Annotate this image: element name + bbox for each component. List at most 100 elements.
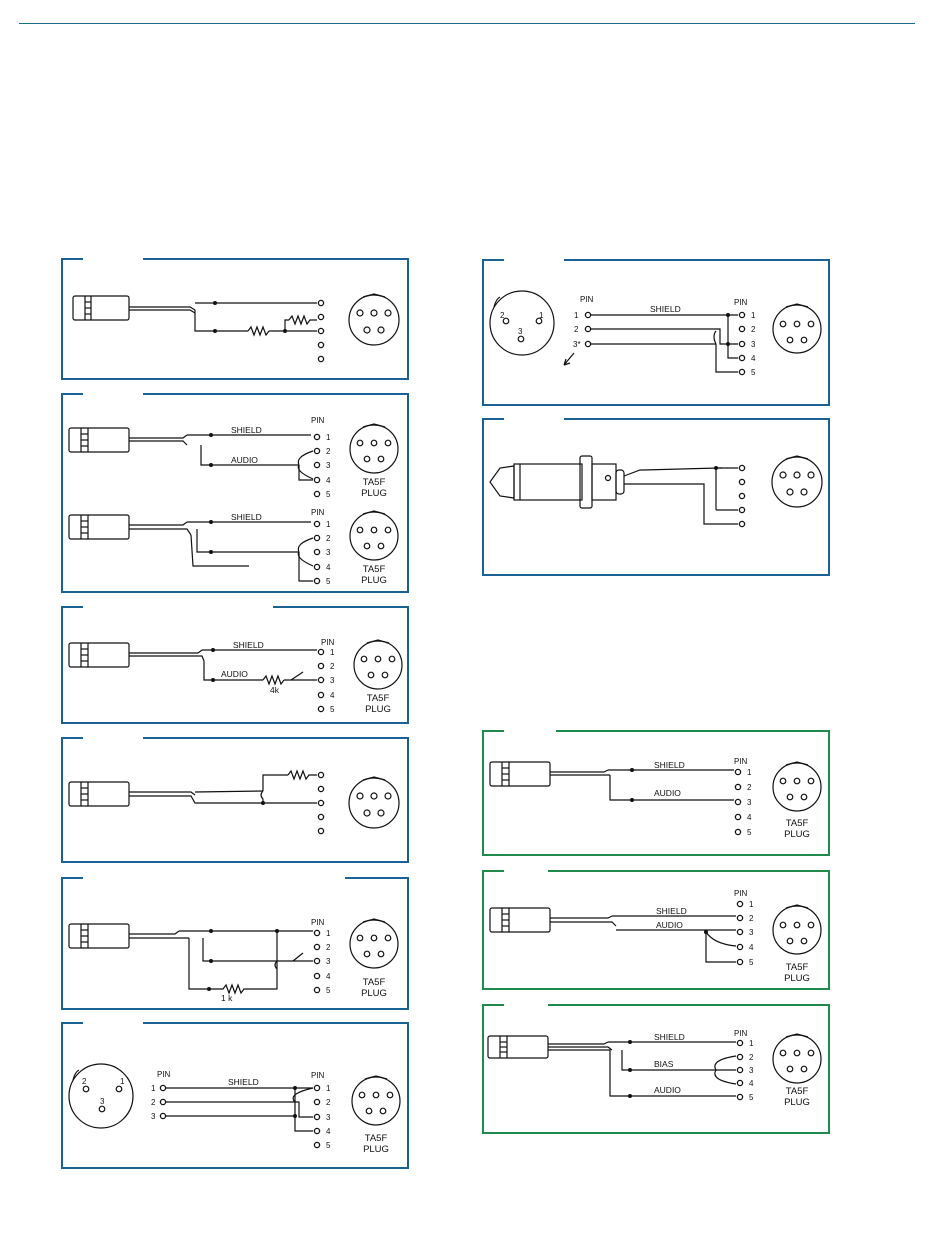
minijack-plug-icon [68, 923, 130, 949]
wiring-diagram-l3: SHIELD AUDIO 4k PIN 1 2 3 4 5 TA5F PLUG [68, 638, 403, 715]
wiring-panel-r5: SHIELD BIAS AUDIO PIN 1 2 3 4 5 TA5F PLU… [482, 1004, 830, 1134]
quarter-inch-plug-icon [489, 455, 625, 509]
svg-text:1: 1 [151, 1084, 156, 1093]
svg-text:PLUG: PLUG [361, 488, 387, 499]
svg-text:3: 3 [326, 957, 331, 966]
svg-text:3: 3 [749, 928, 754, 937]
svg-text:AUDIO: AUDIO [221, 669, 248, 679]
wiring-panel-l1 [61, 258, 409, 380]
svg-text:2: 2 [326, 943, 331, 952]
svg-text:1: 1 [751, 311, 756, 320]
minijack-plug-icon [68, 514, 130, 540]
svg-text:3: 3 [326, 461, 331, 470]
wiring-diagram-r5: SHIELD BIAS AUDIO PIN 1 2 3 4 5 TA5F PLU… [487, 1029, 822, 1108]
svg-text:1: 1 [120, 1077, 125, 1086]
minijack-plug-icon [489, 761, 551, 787]
minijack-plug-icon [489, 907, 551, 933]
svg-text:PLUG: PLUG [361, 988, 387, 999]
svg-text:4: 4 [326, 476, 331, 485]
svg-text:2: 2 [749, 914, 754, 923]
ta5f-connector-icon [348, 776, 400, 829]
svg-text:5: 5 [749, 958, 754, 967]
svg-text:3: 3 [751, 340, 756, 349]
svg-text:4: 4 [330, 691, 335, 700]
wiring-panel-r3: SHIELD AUDIO PIN 1 2 3 4 5 TA5F PLUG [482, 730, 830, 856]
svg-text:SHIELD: SHIELD [654, 1032, 685, 1042]
svg-text:PIN: PIN [734, 757, 748, 766]
wiring-panel-r1: 2 1 3 PIN 1 2 3* SHIELD PIN 1 2 3 4 5 [482, 259, 830, 406]
wiring-diagram-l4 [68, 769, 400, 835]
xlr-connector-icon: 2 1 3 [489, 290, 555, 356]
svg-text:2: 2 [749, 1053, 754, 1062]
ta5f-connector-icon [348, 293, 400, 346]
svg-text:5: 5 [326, 490, 331, 499]
svg-text:3: 3 [749, 1066, 754, 1075]
svg-text:TA5F: TA5F [363, 977, 386, 988]
svg-text:4: 4 [749, 943, 754, 952]
svg-text:PIN: PIN [311, 1071, 325, 1080]
svg-text:PIN: PIN [580, 295, 594, 304]
svg-text:4: 4 [751, 354, 756, 363]
svg-text:1: 1 [749, 1039, 754, 1048]
svg-text:SHIELD: SHIELD [231, 512, 262, 522]
header-rule [19, 23, 915, 24]
svg-text:TA5F: TA5F [363, 564, 386, 575]
svg-text:2: 2 [500, 311, 505, 320]
wiring-panel-l3: SHIELD AUDIO 4k PIN 1 2 3 4 5 TA5F PLUG [61, 606, 409, 724]
audio-label: AUDIO [231, 455, 258, 465]
ta5f-connector-icon [772, 1033, 822, 1084]
shield-label: SHIELD [231, 425, 262, 435]
svg-text:SHIELD: SHIELD [233, 640, 264, 650]
svg-text:1: 1 [747, 768, 752, 777]
bias-label: BIAS [654, 1059, 674, 1069]
svg-text:3*: 3* [573, 340, 581, 349]
wiring-panel-l4 [61, 737, 409, 863]
resistor-value-4k: 4k [270, 685, 280, 695]
svg-text:3: 3 [100, 1097, 105, 1106]
svg-text:AUDIO: AUDIO [656, 920, 683, 930]
wiring-diagram-r2 [489, 455, 823, 528]
svg-text:4: 4 [326, 972, 331, 981]
pin-header: PIN [311, 416, 325, 425]
svg-text:1: 1 [326, 929, 331, 938]
svg-text:5: 5 [747, 828, 752, 837]
minijack-plug-icon [68, 781, 130, 807]
svg-text:4: 4 [326, 563, 331, 572]
svg-text:TA5F: TA5F [786, 1086, 809, 1097]
xlr-connector-icon: 2 1 3 [68, 1063, 134, 1129]
svg-text:2: 2 [82, 1077, 87, 1086]
wiring-diagram-l2: SHIELD AUDIO PIN 1 2 3 4 5 TA5F PLUG SHI [68, 416, 399, 586]
svg-text:5: 5 [326, 986, 331, 995]
svg-text:PLUG: PLUG [784, 1097, 810, 1108]
minijack-plug-icon [72, 295, 130, 321]
svg-text:AUDIO: AUDIO [654, 1085, 681, 1095]
wiring-panel-r2 [482, 418, 830, 576]
svg-text:2: 2 [747, 783, 752, 792]
ta5f-connector-icon [353, 639, 403, 690]
ta5f-connector-icon [772, 904, 822, 955]
svg-text:SHIELD: SHIELD [654, 760, 685, 770]
svg-text:PIN: PIN [734, 1029, 748, 1038]
svg-text:PIN: PIN [311, 508, 325, 517]
svg-text:SHIELD: SHIELD [228, 1077, 259, 1087]
svg-text:1: 1 [574, 311, 579, 320]
svg-text:2: 2 [330, 662, 335, 671]
svg-text:PIN: PIN [157, 1070, 171, 1079]
svg-text:PIN: PIN [311, 918, 325, 927]
svg-text:PLUG: PLUG [365, 704, 391, 715]
wiring-diagram-r4: SHIELD AUDIO PIN 1 2 3 4 5 TA5F PLUG [489, 889, 822, 984]
svg-text:1: 1 [539, 311, 544, 320]
svg-text:AUDIO: AUDIO [654, 788, 681, 798]
wiring-diagram-l1 [72, 293, 400, 363]
resistor-value-1k: 1 k [221, 993, 233, 1003]
svg-text:5: 5 [326, 577, 331, 586]
minijack-plug-icon [68, 642, 130, 668]
minijack-plug-icon [487, 1035, 549, 1059]
ta5f-connector-icon [771, 455, 823, 508]
ta5f-connector-icon [772, 761, 822, 812]
svg-text:SHIELD: SHIELD [650, 304, 681, 314]
svg-text:5: 5 [330, 705, 335, 714]
wiring-panel-l2: SHIELD AUDIO PIN 1 2 3 4 5 TA5F PLUG SHI [61, 393, 409, 593]
ta5f-connector-icon [772, 303, 822, 354]
minijack-plug-icon [68, 427, 130, 453]
